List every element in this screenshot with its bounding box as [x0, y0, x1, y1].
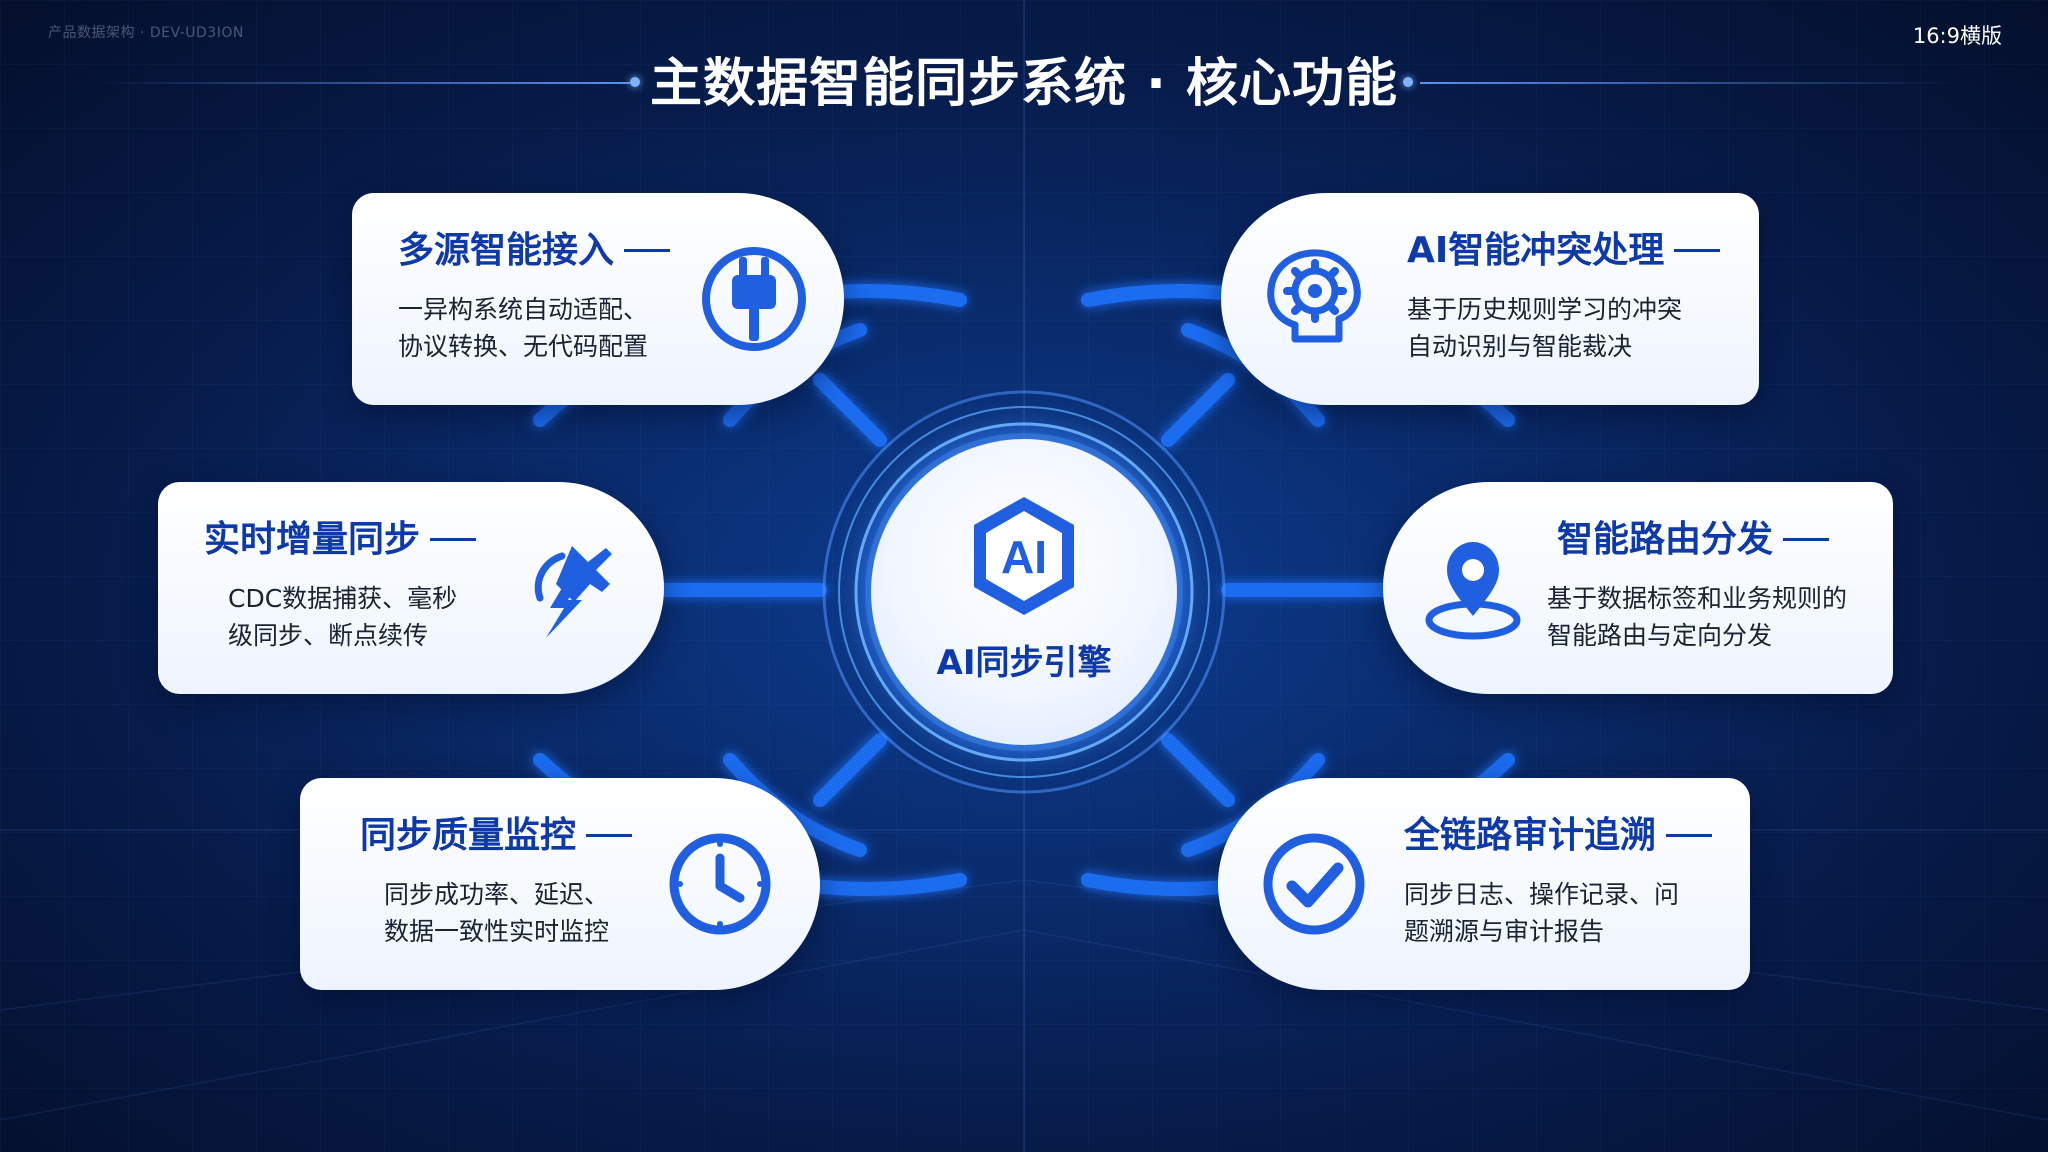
feature-card-ai-conflict: AI智能冲突处理 基于历史规则学习的冲突 自动识别与智能裁决: [1221, 193, 1759, 405]
feature-card-quality-monitor: 同步质量监控 同步成功率、延迟、 数据一致性实时监控: [300, 778, 820, 990]
hub-logo-text: AI: [1001, 531, 1047, 583]
title-dot-left: [630, 77, 640, 87]
feature-description: 同步成功率、延迟、 数据一致性实时监控: [384, 880, 610, 946]
title-divider-right: [1420, 82, 1960, 84]
feature-card-smart-routing: 智能路由分发 基于数据标签和业务规则的 智能路由与定向分发: [1383, 482, 1893, 694]
location-pin-icon: [1413, 528, 1533, 648]
feature-title: 实时增量同步: [204, 518, 477, 562]
title-divider-left: [90, 82, 630, 84]
ai-engine-hub: AI AI同步引擎: [871, 439, 1177, 745]
feature-title: AI智能冲突处理: [1407, 229, 1721, 273]
title-bar: 主数据智能同步系统 · 核心功能: [0, 46, 2048, 126]
template-badge: 16:9横版: [1912, 24, 2002, 48]
hub-label: AI同步引擎: [936, 643, 1112, 683]
feature-card-realtime-sync: 实时增量同步 CDC数据捕获、毫秒 级同步、断点续传: [158, 482, 664, 694]
feature-description: 一异构系统自动适配、 协议转换、无代码配置: [398, 295, 649, 361]
feature-card-audit-trace: 全链路审计追溯 同步日志、操作记录、问 题溯源与审计报告: [1218, 778, 1750, 990]
feature-title: 全链路审计追溯: [1404, 814, 1713, 858]
feature-title: 多源智能接入: [398, 229, 671, 273]
ai-hexagon-logo: AI: [964, 491, 1084, 621]
title-dot-right: [1403, 77, 1413, 87]
watermark: 产品数据架构 · DEV-UD3ION: [48, 25, 244, 41]
feature-description: CDC数据捕获、毫秒 级同步、断点续传: [228, 584, 458, 650]
brain-gear-icon: [1255, 239, 1375, 359]
feature-description: 基于历史规则学习的冲突 自动识别与智能裁决: [1407, 295, 1683, 361]
feature-description: 基于数据标签和业务规则的 智能路由与定向分发: [1547, 584, 1848, 650]
feature-card-multi-source: 多源智能接入 一异构系统自动适配、 协议转换、无代码配置: [352, 193, 844, 405]
lightning-plug-icon: [510, 528, 630, 648]
check-circle-icon: [1254, 824, 1374, 944]
feature-title: 智能路由分发: [1557, 518, 1830, 562]
feature-title: 同步质量监控: [360, 814, 633, 858]
clock-icon: [660, 824, 780, 944]
plug-icon: [694, 239, 814, 359]
feature-description: 同步日志、操作记录、问 题溯源与审计报告: [1404, 880, 1680, 946]
page-title: 主数据智能同步系统 · 核心功能: [650, 54, 1398, 114]
